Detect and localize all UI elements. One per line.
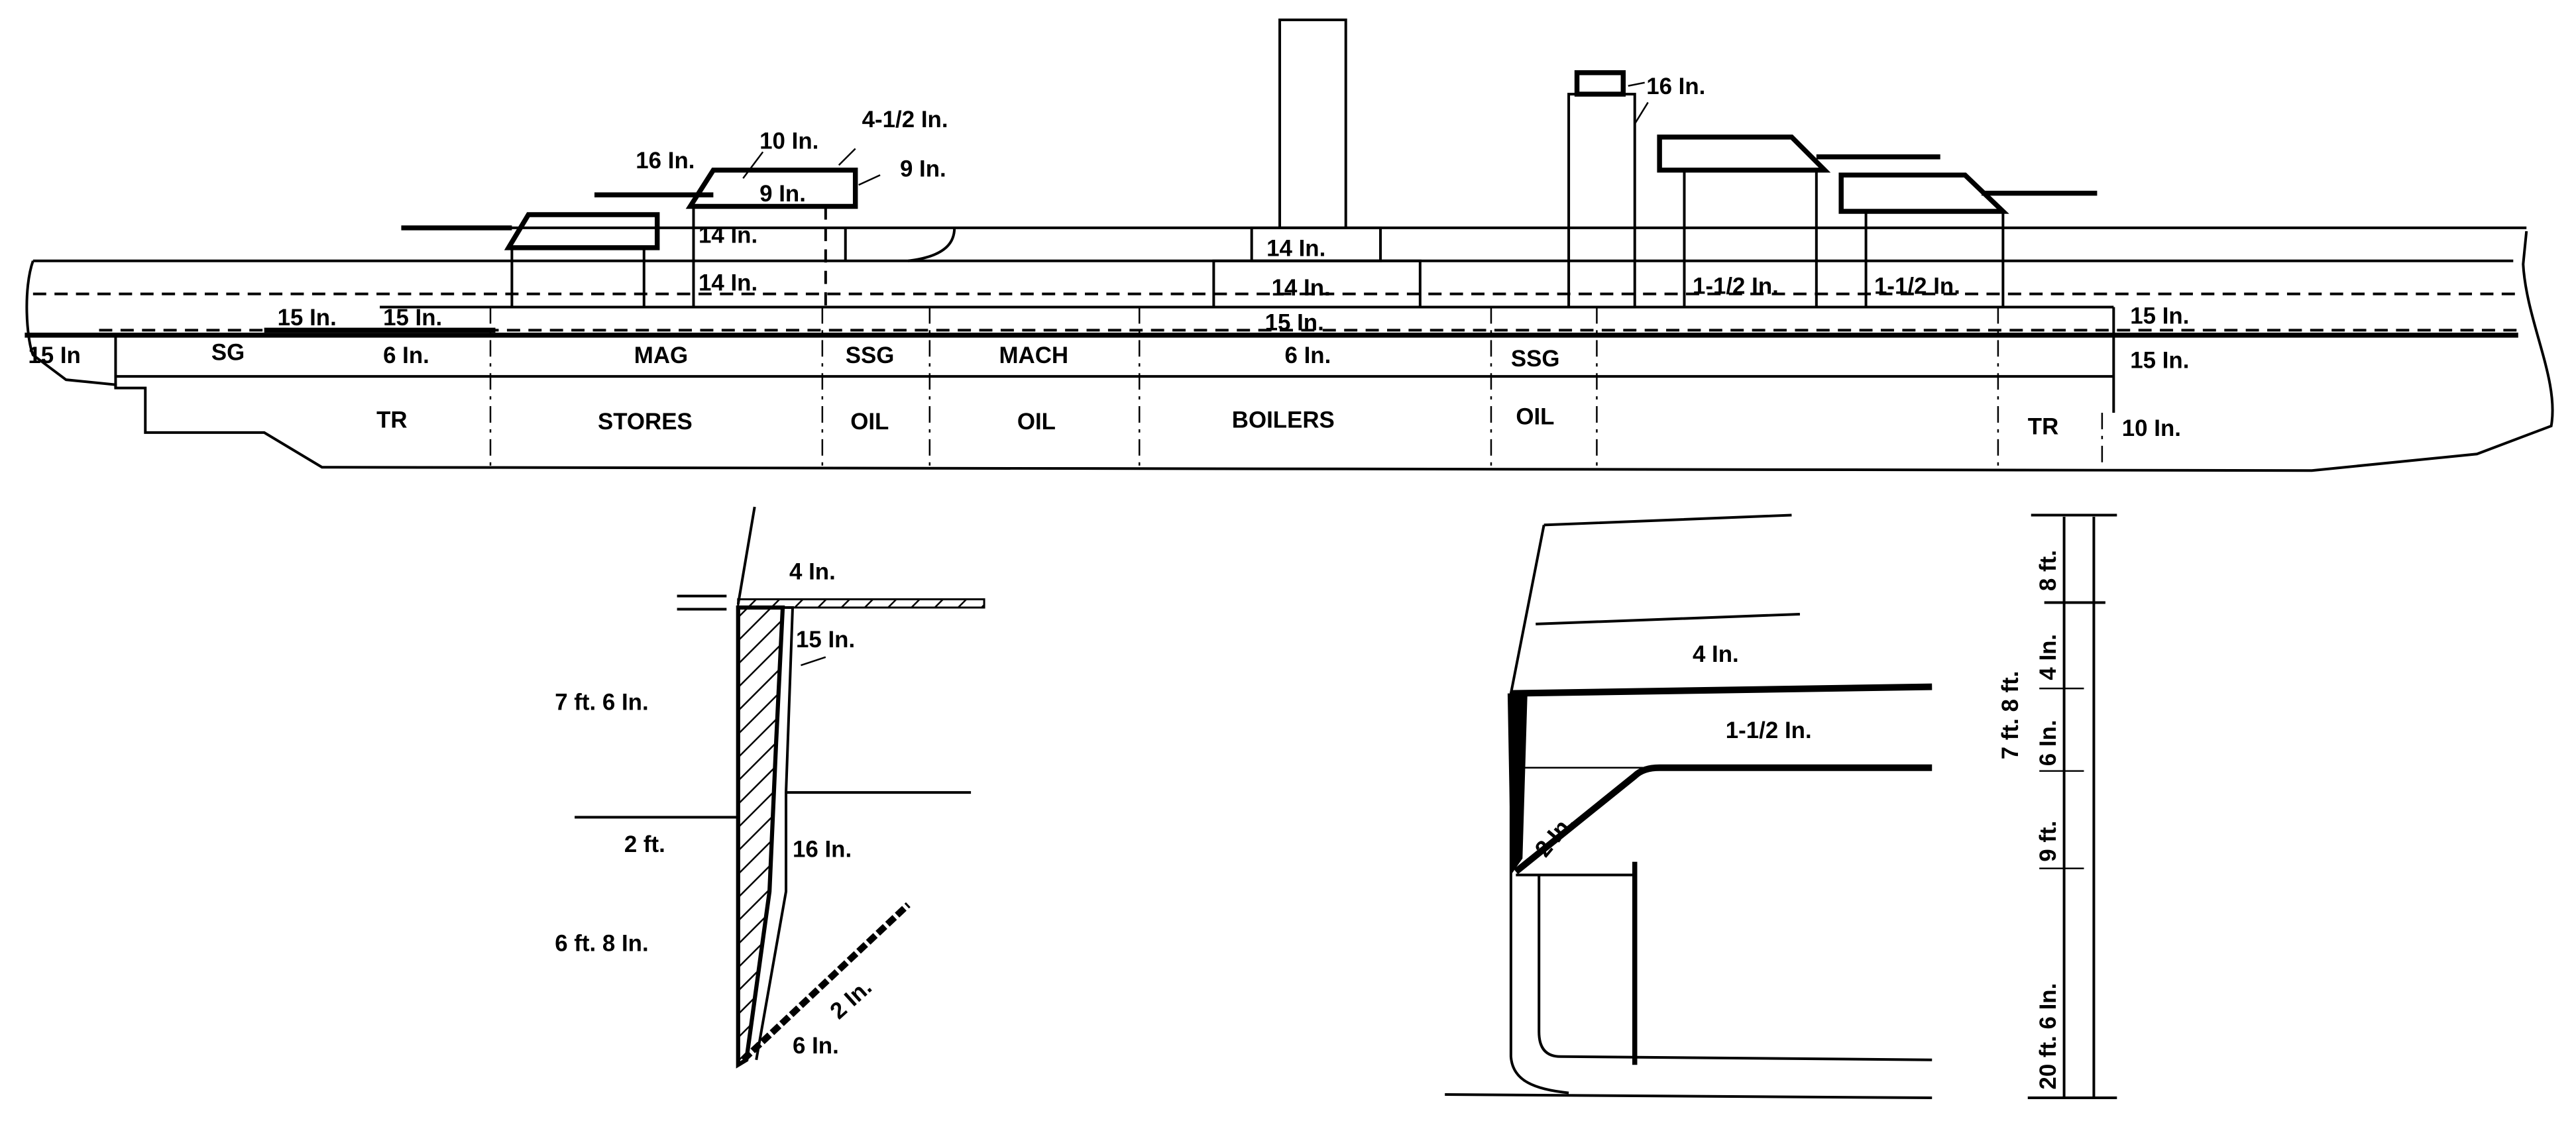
dim-outer-lower: 20 ft. 6 In. [2035,983,2061,1090]
belt-cross-section: 4 In. 15 In. 7 ft. 6 In. 2 ft. 16 In. 6 … [555,506,985,1069]
label-mag: MAG [634,343,688,368]
label-tower: 16 In. [1646,74,1705,99]
label-aft-barbette-1: 1-1/2 In. [1693,274,1779,299]
label-deck-upper: 4 In. [1693,641,1739,667]
leader-arrows [742,148,881,186]
label-belt-mid: 16 In. [793,836,852,862]
compartment-dividers [489,307,2103,468]
deck-4in [737,598,985,609]
dim-outer-upper: 7 ft. 8 ft. [1997,671,2023,760]
side-armor [1507,693,1528,875]
arrow-16in [1628,81,1645,87]
label-oil-2: OIL [1017,409,1056,435]
label-slope: 2 In. [825,974,877,1024]
label-turret-side: 10 In. [759,128,818,154]
label-stern-2: 15 In. [2130,348,2189,374]
label-barbette-2: 14 In. [699,270,757,296]
label-belt-6in: 6 In. [383,343,429,368]
label-boilers: BOILERS [1232,407,1335,433]
ship-profile: 15 In SG 6 In. MAG SSG MACH 6 In. SSG TR… [25,18,2554,472]
funnel [1278,18,1347,229]
label-belt-top: 15 In. [796,627,855,653]
label-turret-top: 4-1/2 In. [862,107,948,133]
slope-2in [740,902,911,1063]
label-ssg-2: SSG [1511,346,1560,372]
label-below-water: 6 ft. 8 In. [555,930,648,956]
dim-inner-2: 4 In. [2035,634,2061,680]
label-mach: MACH [999,343,1068,368]
dim-inner-3: 6 In. [2035,720,2061,766]
dim-inner-1: 8 ft. [2035,550,2061,591]
label-deck-lower: 1-1/2 In. [1726,718,1812,743]
label-oil-1: OIL [850,409,889,435]
label-turret-barbette: 9 In. [759,181,806,207]
tower-top [1574,70,1626,97]
hull-cross-section: 4 In. 1-1/2 In. 2 In. 7 ft. 8 ft. 20 ft.… [1445,513,2117,1100]
label-upper-belt-1: 15 In. [278,305,337,331]
label-belt-6in-2: 6 In. [1285,343,1331,368]
dimension-lines [2027,513,2117,1100]
deck-slope [1514,764,1932,875]
label-upper-belt-3: 15 In. [1265,309,1324,335]
label-aft-barbette-2: 1-1/2 In. [1874,274,1960,299]
bridge [844,227,956,262]
turret-a [401,212,660,307]
conning-base [1212,259,1422,307]
label-conning-1: 14 In. [1266,235,1325,261]
label-upper-belt-2: 15 In. [383,305,442,331]
deck-4in [1510,683,1932,697]
label-belt-bottom: 6 In. [793,1033,839,1059]
label-oil-3: OIL [1516,403,1554,429]
label-above-water: 7 ft. 6 In. [555,689,648,715]
label-waterline: 2 ft. [624,831,665,857]
label-stores: STORES [598,409,693,435]
label-stern-1: 15 In. [2130,303,2189,329]
label-deck: 4 In. [789,559,836,585]
label-turret-face: 16 In. [636,148,695,174]
label-turret-rear: 9 In. [900,156,946,182]
label-tr-2: TR [2028,413,2059,439]
label-sg: SG [211,339,245,365]
label-ssg: SSG [846,343,895,368]
tower-mast [1567,93,1636,309]
label-stern-3: 10 In. [2122,415,2181,441]
turret-x [1657,134,1940,307]
arrow-tower [1634,101,1649,125]
turret-y [1838,172,2098,307]
label-barbette-1: 14 In. [699,222,757,248]
label-tr: TR [376,407,408,433]
label-conning-2: 14 In. [1272,275,1331,301]
belt-armor [736,605,785,1069]
label-bow-belt: 15 In [28,343,80,368]
dim-inner-4: 9 ft. [2035,821,2061,862]
turret-b [594,167,858,307]
